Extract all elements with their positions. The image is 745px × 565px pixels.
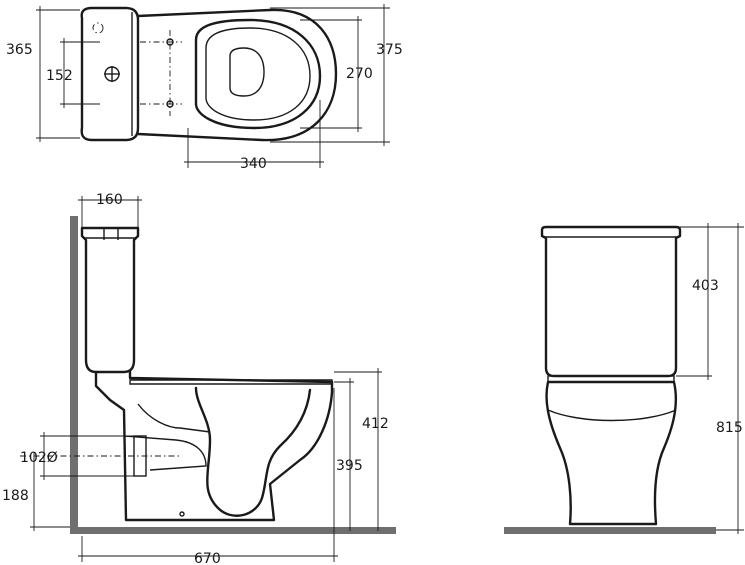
dim-label-160: 160	[96, 192, 123, 208]
floor	[70, 527, 396, 534]
drain-dot-icon	[179, 511, 185, 517]
flush-button-icon	[92, 22, 104, 34]
top-view: 365 152 375 270 340	[6, 4, 403, 172]
front-view: 403 815	[504, 223, 744, 534]
side-view-tank	[80, 226, 140, 374]
side-view-trap	[194, 386, 312, 517]
dim-label-152: 152	[46, 68, 73, 84]
dim-label-412: 412	[362, 416, 389, 432]
dim-label-340: 340	[240, 156, 267, 172]
dim-label-102: 102Ø	[20, 450, 58, 466]
wall	[70, 216, 78, 534]
side-view-bowl	[94, 370, 334, 522]
dim-label-403: 403	[692, 278, 719, 294]
top-view-seat-inner	[205, 27, 311, 121]
side-view-outlet-curve	[123, 435, 207, 471]
front-view-tank	[540, 225, 682, 378]
side-view: 160 102Ø 188 412 395 670	[2, 192, 396, 565]
dim-label-270: 270	[346, 66, 373, 82]
dim-label-375: 375	[376, 42, 403, 58]
front-view-bowl	[545, 380, 678, 526]
front-view-seat-line	[547, 409, 677, 422]
top-view-tank	[80, 6, 140, 142]
dim-label-188: 188	[2, 488, 29, 504]
dim-label-815: 815	[716, 420, 743, 436]
front-floor	[504, 527, 716, 534]
dim-label-365: 365	[6, 42, 33, 58]
side-view-seat	[129, 379, 333, 385]
top-view-lid-recess	[229, 47, 265, 97]
side-view-trap-inner	[137, 403, 211, 433]
top-view-bowl	[136, 8, 338, 142]
dim-label-395: 395	[336, 458, 363, 474]
dim-label-670: 670	[194, 551, 221, 565]
top-view-seat-outer	[194, 18, 322, 130]
